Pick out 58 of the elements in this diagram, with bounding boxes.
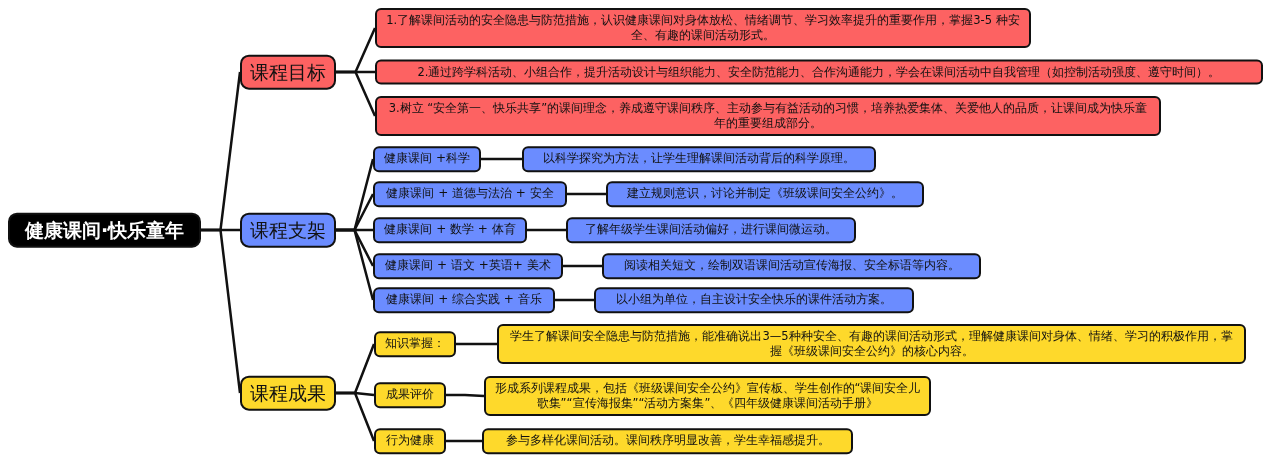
subtopic-box — [374, 428, 446, 454]
branch-topic — [240, 375, 336, 411]
topic-text: 知识掌握： — [384, 336, 446, 352]
connector-line — [336, 391, 376, 442]
connector-line — [446, 393, 485, 398]
topic-text: 成果评价 — [385, 387, 435, 403]
connector-line — [456, 342, 497, 346]
topic-text: 课程成果 — [249, 380, 327, 406]
subtopic-box — [373, 287, 555, 313]
detail-box — [566, 217, 856, 243]
detail-box — [482, 428, 853, 454]
topic-text: 参与多样化课间活动。课间秩序明显改善，学生幸福感提升。 — [504, 433, 831, 449]
subtopic-box — [373, 146, 481, 172]
central-topic — [8, 212, 201, 248]
detail-box — [606, 181, 924, 207]
topic-text: 学生了解课间安全隐患与防范措施，能准确说出3—5种种安全、有趣的课间活动形式，理解健康课间对身体、情绪、学习的积极作用，掌握《班级课间安全公约》的核心内容。 — [509, 329, 1234, 359]
connector-line — [481, 157, 522, 161]
branch-topic — [240, 54, 336, 90]
detail-box — [594, 287, 914, 313]
topic-text: 3.树立 “安全第一、快乐共享”的课间理念，养成遵守课间秩序、主动参与有益活动的习惯，培养热爱集体、关爱他人的品质，让课间成为快乐童年的重要组成部分。 — [387, 101, 1149, 131]
connector-line — [567, 192, 606, 196]
topic-text: 健康课间 + 综合实践 + 音乐 — [385, 292, 543, 308]
connector-line — [201, 228, 242, 394]
topic-text: 课程目标 — [249, 59, 327, 85]
topic-text: 以科学探究为方法，让学生理解课间活动背后的科学原理。 — [542, 151, 856, 167]
topic-text: 1.了解课间活动的安全隐患与防范措施，认识健康课间对身体放松、情绪调节、学习效率提升的重要作用，掌握3-5 种安全、有趣的课间活动形式。 — [385, 13, 1021, 43]
topic-text: 健康课间 +科学 — [383, 151, 471, 167]
detail-box — [484, 376, 931, 416]
subtopic-box — [373, 217, 527, 243]
detail-box — [497, 324, 1246, 364]
topic-text: 以小组为单位，自主设计安全快乐的课件活动方案。 — [615, 292, 893, 308]
connector-line — [336, 70, 377, 117]
detail-box — [522, 146, 876, 172]
detail-box — [375, 8, 1031, 48]
subtopic-box — [374, 382, 446, 408]
connector-line — [527, 228, 566, 232]
topic-text: 建立规则意识，讨论并制定《班级课间安全公约》。 — [626, 186, 904, 202]
topic-text: 形成系列课程成果，包括《班级课间安全公约》宣传板、学生创作的“课间安全儿歌集”“宣传海报集”“活动方案集”、《四年级健康课间活动手册》 — [493, 381, 922, 411]
topic-text: 健康课间 + 数学 + 体育 — [383, 222, 517, 238]
topic-text: 健康课间 + 语文 +英语+ 美术 — [384, 258, 552, 274]
topic-text: 健康课间·快乐童年 — [23, 217, 186, 243]
connector-line — [555, 298, 594, 302]
subtopic-box — [373, 181, 567, 207]
topic-text: 行为健康 — [385, 433, 435, 449]
connector-line — [446, 439, 482, 443]
detail-box — [602, 253, 981, 279]
topic-text: 了解年级学生课间活动偏好，进行课间微运动。 — [584, 222, 838, 238]
connector-line — [563, 264, 602, 268]
detail-box — [375, 96, 1161, 136]
topic-text: 课程支架 — [249, 217, 327, 243]
detail-box — [375, 59, 1263, 85]
subtopic-box — [374, 331, 456, 357]
connector-line — [336, 228, 375, 301]
topic-text: 健康课间 + 道德与法治 + 安全 — [385, 186, 555, 202]
topic-text: 2.通过跨学科活动、小组合作，提升活动设计与组织能力、安全防范能力、合作沟通能力，学会在课间活动中自我管理（如控制活动强度、遵守时间）。 — [416, 64, 1222, 80]
topic-text: 阅读相关短文，绘制双语课间活动宣传海报、安全标语等内容。 — [622, 258, 961, 274]
subtopic-box — [373, 253, 563, 279]
branch-topic — [240, 212, 336, 248]
